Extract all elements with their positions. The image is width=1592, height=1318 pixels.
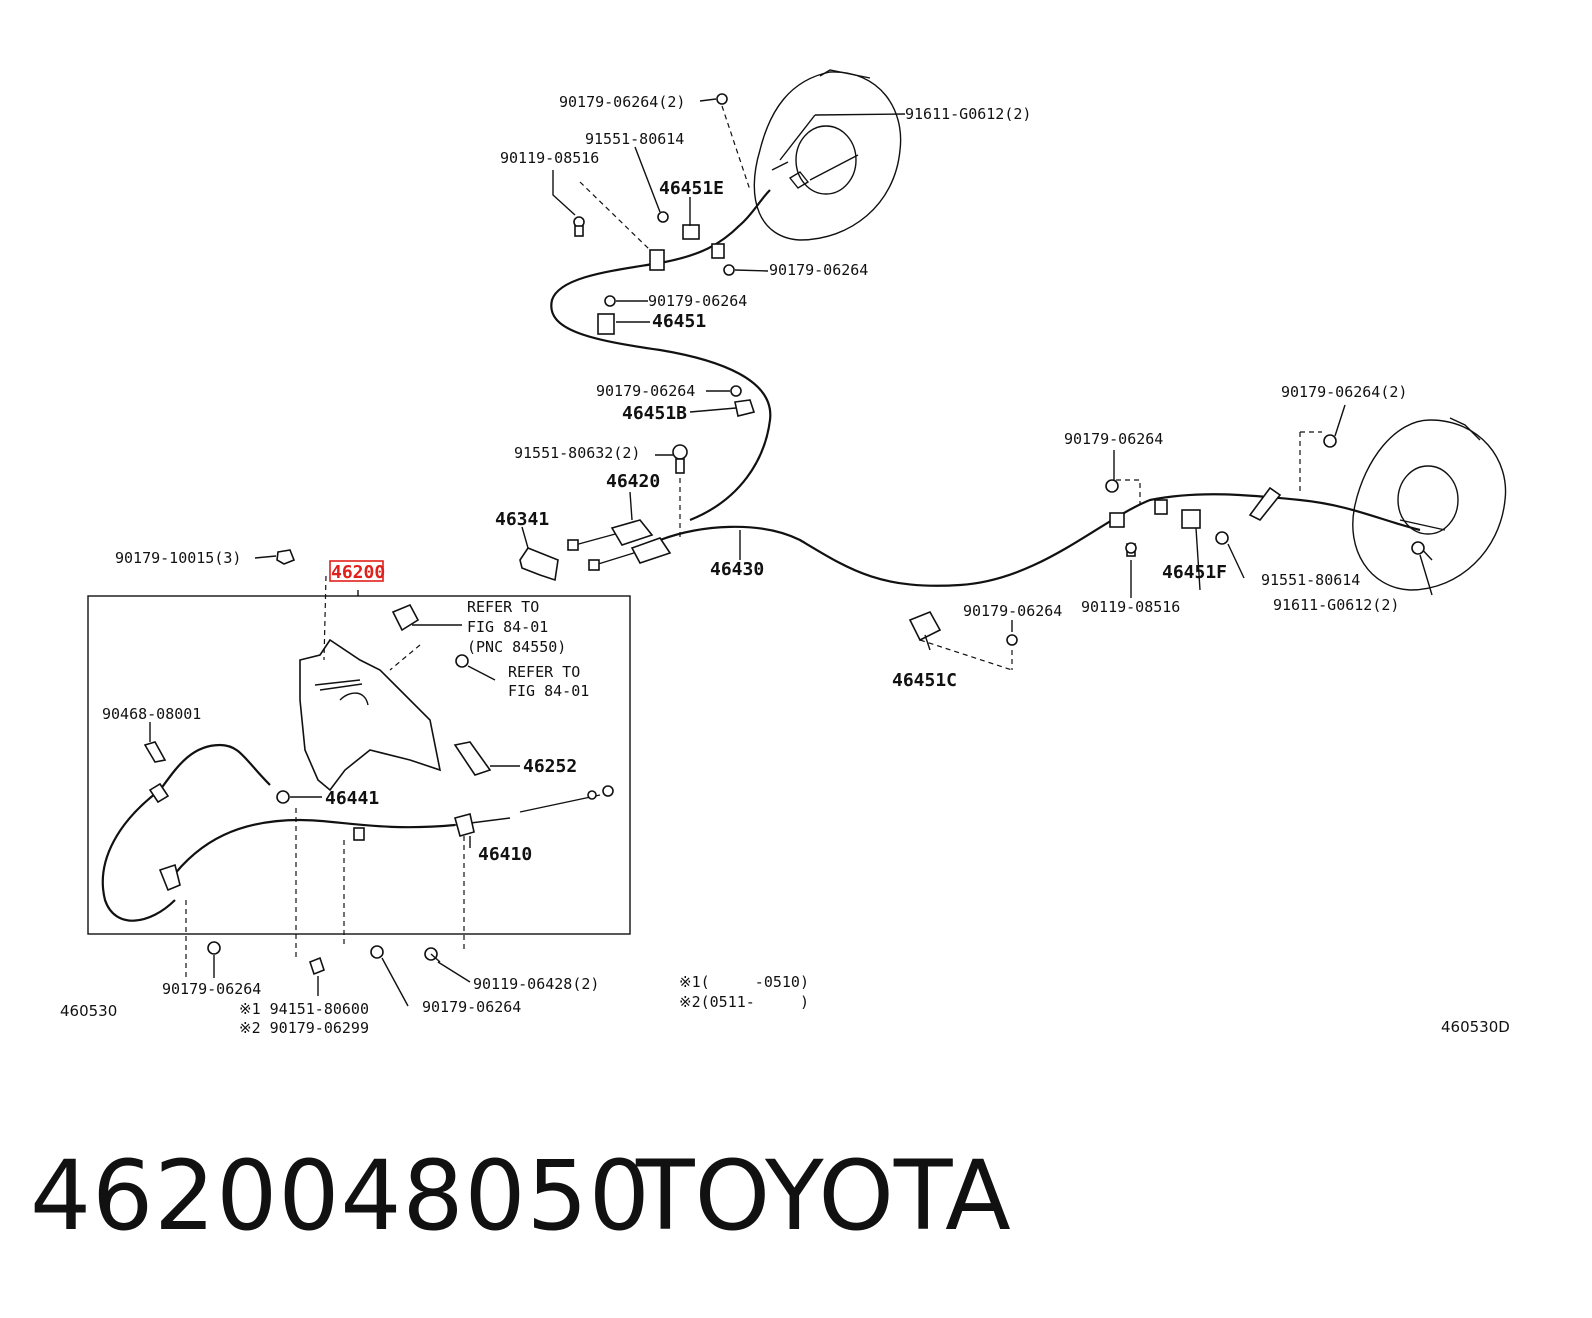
label-90179-06264-2-top: 90179-06264(2)	[559, 93, 685, 111]
assembly-box	[87, 595, 631, 935]
diagram-code-left: 460530	[60, 1002, 117, 1020]
label-46420: 46420	[606, 471, 660, 492]
refer2-line-2: FIG 84-01	[508, 682, 589, 700]
footer-brand: TOYOTA	[636, 1140, 1011, 1252]
label-90179-06264-2-right: 90179-06264(2)	[1281, 383, 1407, 401]
label-90179-06264-bottom: 90179-06264	[422, 998, 521, 1016]
label-90119-08516-right: 90119-08516	[1081, 598, 1180, 616]
label-46451f: 46451F	[1162, 562, 1227, 583]
refer-line-2: FIG 84-01	[467, 618, 548, 636]
label-46451e: 46451E	[659, 178, 724, 199]
label-90179-06264-right: 90179-06264	[1064, 430, 1163, 448]
refer-line-1: REFER TO	[467, 598, 539, 616]
label-46451: 46451	[652, 311, 706, 332]
fasteners-below	[207, 941, 441, 976]
part-labels: 90179-06264(2) 91611-G0612(2) 91551-8061…	[60, 93, 1510, 1037]
note-1: ※1( -0510)	[679, 973, 809, 991]
label-91551-80614-right: 91551-80614	[1261, 571, 1360, 589]
backing-plate-upper	[753, 69, 902, 241]
label-46451c: 46451C	[892, 670, 957, 691]
label-90179-10015: 90179-10015(3)	[115, 549, 241, 567]
refer2-line-1: REFER TO	[508, 663, 580, 681]
label-46200: 46200	[331, 562, 385, 583]
refer-line-3: (PNC 84550)	[467, 638, 566, 656]
label-90119-08516-top: 90119-08516	[500, 149, 599, 167]
label-90468-08001: 90468-08001	[102, 705, 201, 723]
label-91551-80632: 91551-80632(2)	[514, 444, 640, 462]
label-90179-06264-mid: 90179-06264	[963, 602, 1062, 620]
label-46410: 46410	[478, 844, 532, 865]
note-2: ※2(0511- )	[679, 993, 809, 1011]
footer-part-number: 4620048050	[30, 1140, 651, 1252]
label-46441: 46441	[325, 788, 379, 809]
backing-plate-right	[1352, 417, 1507, 591]
part-shapes	[276, 93, 1425, 646]
lever-assembly	[143, 603, 614, 892]
label-91611-g0612-right: 91611-G0612(2)	[1273, 596, 1399, 614]
label-90179-06264-a: 90179-06264	[769, 261, 868, 279]
cable-runs	[101, 189, 1421, 922]
label-90179-06264-b: 90179-06264	[648, 292, 747, 310]
label-46252: 46252	[523, 756, 577, 777]
leader-lines	[149, 98, 1433, 1007]
highlight-46200	[329, 560, 384, 582]
diagram-code-right: 460530D	[1441, 1018, 1510, 1036]
label-46451b: 46451B	[622, 403, 687, 424]
label-91551-80614-top: 91551-80614	[585, 130, 684, 148]
label-46341: 46341	[495, 509, 549, 530]
label-46430: 46430	[710, 559, 764, 580]
label-90179-06264-bottom-left: 90179-06264	[162, 980, 261, 998]
label-note2-part: ※2 90179-06299	[239, 1019, 369, 1037]
label-note1-part: ※1 94151-80600	[239, 1000, 369, 1018]
label-90119-06428: 90119-06428(2)	[473, 975, 599, 993]
label-90179-06264-c: 90179-06264	[596, 382, 695, 400]
label-91611-g0612-top: 91611-G0612(2)	[905, 105, 1031, 123]
